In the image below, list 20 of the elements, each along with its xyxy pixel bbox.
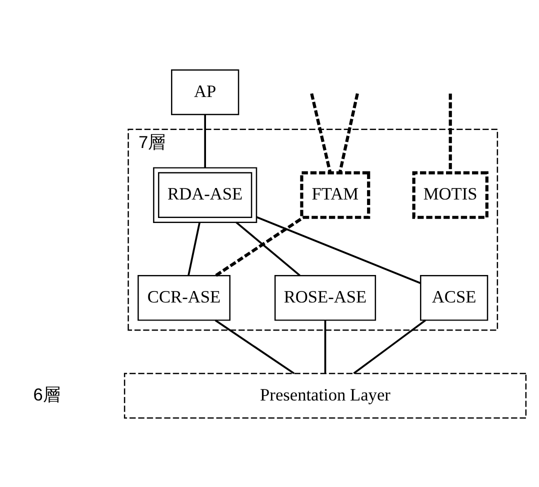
connector (338, 92, 359, 172)
connector (236, 221, 300, 276)
node-box: ROSE-ASE (274, 274, 376, 320)
node-box: AP (171, 68, 240, 115)
connector (256, 216, 421, 284)
node-label: 6層 (33, 384, 60, 404)
node-box: RDA-ASE (153, 166, 258, 222)
node-box: CCR-ASE (138, 274, 230, 320)
node-box: FTAM (300, 170, 370, 218)
connector (324, 320, 326, 373)
connector (310, 92, 332, 172)
node-box: MOTIS (412, 170, 488, 218)
connector (188, 222, 200, 276)
connector (448, 93, 452, 172)
connector (204, 114, 206, 168)
node-box: Presentation Layer (124, 372, 527, 418)
connector (214, 319, 295, 374)
connector (353, 319, 426, 374)
node-box: ACSE (420, 274, 488, 320)
connector (215, 216, 304, 276)
